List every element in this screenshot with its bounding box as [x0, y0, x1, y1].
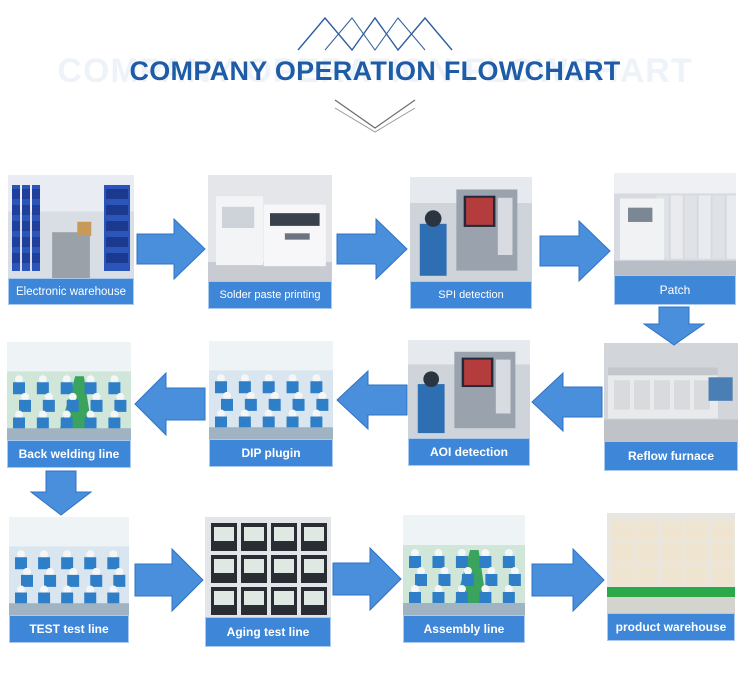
aoi-photo — [408, 340, 530, 438]
step-back-welding-line: Back welding line — [7, 342, 131, 468]
step-label-reflow-furnace: Reflow furnace — [604, 441, 738, 471]
header: COMPANY OPERATION FLOWCHART COMPANY OPER… — [0, 0, 750, 140]
spi-photo — [410, 177, 532, 281]
arrow-left-icon — [531, 372, 603, 432]
step-label-test-test-line: TEST test line — [9, 615, 129, 643]
step-label-aoi-detection: AOI detection — [408, 438, 530, 466]
back-welding-photo — [7, 342, 131, 440]
arrow-right-icon — [332, 547, 402, 611]
step-reflow-furnace: Reflow furnace — [604, 343, 738, 471]
page-title: COMPANY OPERATION FLOWCHART — [129, 56, 621, 86]
step-aging-test-line: Aging test line — [205, 517, 331, 647]
step-label-solder-paste-printing: Solder paste printing — [208, 281, 332, 309]
printer-photo — [208, 175, 332, 281]
arrow-right-icon — [531, 548, 605, 612]
step-spi-detection: SPI detection — [410, 177, 532, 309]
test-line-photo — [9, 517, 129, 615]
step-label-electronic-warehouse: Electronic warehouse — [8, 278, 134, 305]
step-dip-plugin: DIP plugin — [209, 341, 333, 467]
arrow-down-icon — [30, 470, 92, 516]
aging-test-photo — [205, 517, 331, 617]
step-test-test-line: TEST test line — [9, 517, 129, 643]
step-assembly-line: Assembly line — [403, 515, 525, 643]
bottom-chevron-decoration — [334, 99, 416, 133]
step-label-patch: Patch — [614, 275, 736, 305]
step-label-dip-plugin: DIP plugin — [209, 439, 333, 467]
step-product-warehouse: product warehouse — [607, 513, 735, 641]
arrow-right-icon — [134, 548, 204, 612]
step-patch: Patch — [614, 173, 736, 305]
arrow-right-icon — [336, 218, 408, 280]
step-label-back-welding-line: Back welding line — [7, 440, 131, 468]
ghost-title: COMPANY OPERATION FLOWCHART — [57, 52, 693, 90]
step-label-assembly-line: Assembly line — [403, 615, 525, 643]
patch-photo — [614, 173, 736, 275]
assembly-photo — [403, 515, 525, 615]
arrow-right-icon — [539, 220, 611, 282]
step-label-product-warehouse: product warehouse — [607, 613, 735, 641]
arrow-left-icon — [134, 372, 206, 436]
step-label-spi-detection: SPI detection — [410, 281, 532, 309]
warehouse-photo — [8, 175, 134, 279]
top-zigzag-decoration — [297, 16, 453, 52]
arrow-right-icon — [136, 218, 206, 280]
dip-photo — [209, 341, 333, 439]
step-aoi-detection: AOI detection — [408, 340, 530, 466]
step-label-aging-test-line: Aging test line — [205, 617, 331, 647]
arrow-left-icon — [336, 370, 408, 430]
reflow-photo — [604, 343, 738, 441]
step-solder-paste-printing: Solder paste printing — [208, 175, 332, 309]
step-electronic-warehouse: Electronic warehouse — [8, 175, 134, 305]
arrow-down-icon — [643, 306, 705, 346]
product-warehouse-photo — [607, 513, 735, 613]
